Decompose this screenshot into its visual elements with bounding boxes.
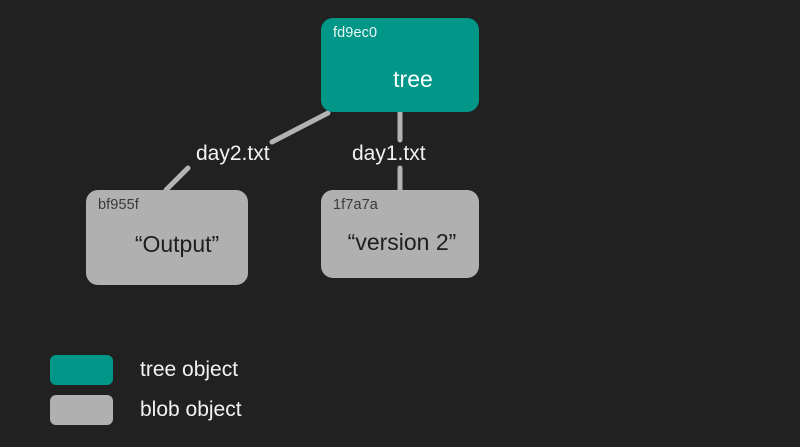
node-hash-label: 1f7a7a: [333, 197, 378, 213]
legend-item-blob-object: blob object: [50, 395, 370, 435]
node-title-label: “version 2”: [347, 229, 457, 255]
node-title-label: “Output”: [134, 231, 220, 257]
legend-item-label: tree object: [140, 358, 239, 381]
node-hash-label: bf955f: [98, 197, 139, 213]
node-title-label: tree: [393, 66, 433, 92]
legend-swatch-blob-icon: [50, 395, 113, 425]
legend-item-tree-object: tree object: [50, 355, 370, 395]
edge-label-day1: day1.txt: [352, 142, 426, 165]
legend: tree object blob object: [50, 355, 370, 435]
edge-line-day2-lower: [163, 165, 191, 193]
node-tree-object[interactable]: fd9ec0 tree: [321, 18, 479, 112]
legend-swatch-tree-icon: [50, 355, 113, 385]
node-hash-label: fd9ec0: [333, 25, 378, 41]
node-blob-output[interactable]: bf955f “Output”: [86, 190, 248, 285]
edge-label-day2: day2.txt: [196, 142, 270, 165]
legend-item-label: blob object: [140, 398, 242, 421]
node-blob-version[interactable]: 1f7a7a “version 2”: [321, 190, 479, 278]
edge-line-day2-upper: [269, 110, 331, 145]
